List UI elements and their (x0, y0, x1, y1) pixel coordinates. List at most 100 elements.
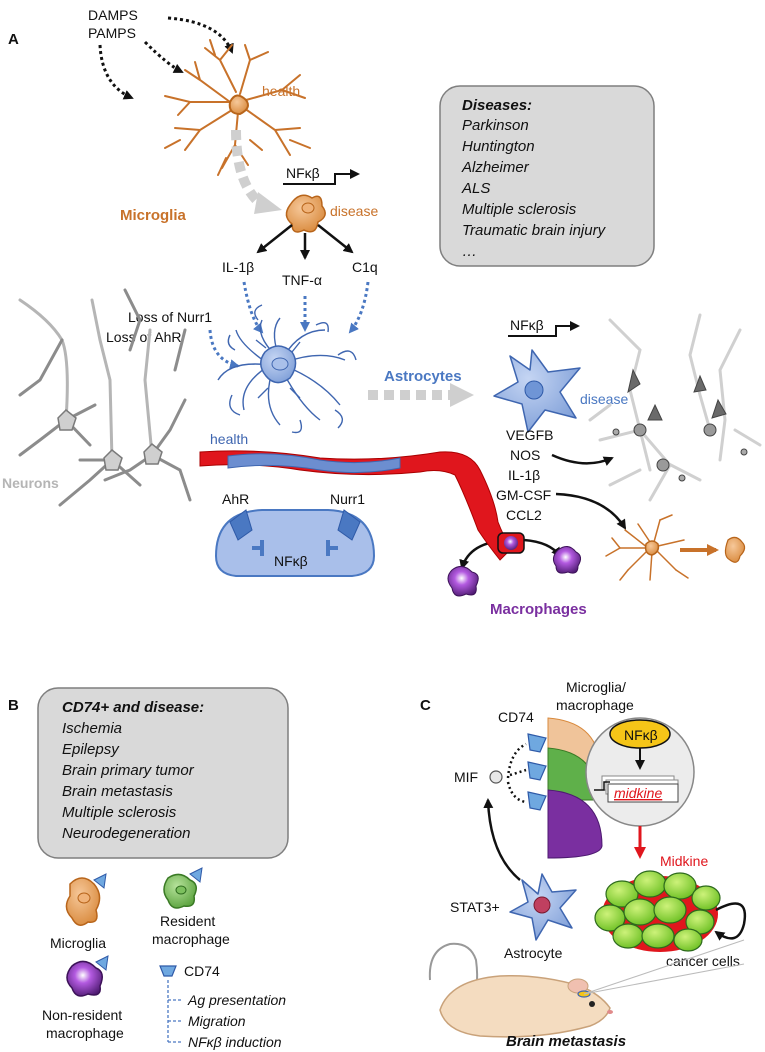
panel-a-label: A (8, 31, 19, 48)
cytokine-arrows (256, 224, 354, 260)
microglia-label-b: Microglia (50, 935, 106, 951)
macrophage-icon-right (552, 546, 582, 574)
factor-il1b: IL-1β (508, 467, 540, 483)
mif-molecule-icon (489, 770, 503, 784)
disease-astrocyte-icon (493, 349, 581, 433)
cytokine-tnfa: TNF-α (282, 272, 322, 288)
disease-item: Huntington (462, 138, 535, 155)
microglia-cd74-icon (65, 873, 107, 926)
ahr-label: AhR (222, 491, 249, 507)
factor-nos: NOS (510, 447, 540, 463)
disease-item: ALS (461, 180, 490, 197)
astrocyte-nucleus-diagram (214, 509, 376, 577)
microglia-disease-label: disease (330, 203, 378, 219)
cd74-disease-item: Brain metastasis (62, 783, 173, 800)
autocrine-loop-arrow (714, 902, 747, 941)
astrocyte-activation-arrow (368, 383, 474, 407)
resident-label-2: macrophage (152, 931, 230, 947)
panel-b: B CD74+ and disease: Ischemia Epilepsy B… (8, 687, 289, 1050)
cancer-cells-label: cancer cells (666, 953, 740, 969)
factor-ccl2: CCL2 (506, 507, 542, 523)
mif-binding-arrows (506, 742, 527, 804)
disease-item: Parkinson (462, 117, 529, 134)
disease-item: Traumatic brain injury (462, 222, 607, 239)
disease-item: … (462, 243, 477, 260)
resident-label-1: Resident (160, 913, 215, 929)
danger-signal-arrows (98, 16, 234, 100)
cd74-receptor-icon (159, 965, 177, 977)
cd74-legend-label: CD74 (184, 963, 220, 979)
cd74-function-item: Ag presentation (187, 992, 286, 1008)
small-activated-microglia-icon (724, 536, 746, 563)
cd74-disease-item: Neurodegeneration (62, 825, 190, 842)
activation-arrow (231, 129, 282, 214)
cd74-function-item: NFκβ induction (188, 1034, 282, 1050)
cd74-disease-item: Multiple sclerosis (62, 804, 177, 821)
damps-label: DAMPS (88, 7, 138, 23)
mouse-icon (428, 942, 613, 1038)
cd74-function-item: Migration (188, 1013, 246, 1029)
diseases-box: Diseases: Parkinson Huntington Alzheimer… (439, 85, 655, 267)
damaged-neurons-icon (588, 313, 762, 502)
microglia-label: Microglia (120, 207, 187, 224)
neurons-icon (18, 288, 192, 507)
microglia-c-label-1: Microglia/ (566, 679, 626, 695)
microglia-nfkb-label: NFκβ (286, 165, 320, 181)
factor-gmcsf: GM-CSF (496, 487, 551, 503)
damaged-neuron-parts (612, 368, 748, 482)
factor-vegfb: VEGFB (506, 427, 553, 443)
cd74-function-tree (167, 980, 182, 1043)
cd74-box-title: CD74+ and disease: (62, 699, 204, 716)
microglia-nfkb-promoter: NFκβ (283, 165, 360, 185)
loss-ahr-label: Loss of AhR (106, 329, 182, 345)
healthy-astrocyte-icon (217, 304, 357, 434)
panel-c: C Microglia/ macrophage CD74 MIF (420, 679, 747, 1050)
cd74-disease-item: Brain primary tumor (62, 762, 195, 779)
stat3-astrocyte-icon (509, 873, 577, 941)
astrocytes-label: Astrocytes (384, 368, 462, 385)
pamps-label: PAMPS (88, 25, 136, 41)
nfkb-c-label: NFκβ (624, 727, 658, 743)
microglia-activation-icon (605, 514, 689, 581)
neuron-somas (57, 408, 163, 471)
nurr1-label: Nurr1 (330, 491, 365, 507)
healthy-astrocyte-body (260, 345, 297, 384)
macrophage-icon-left (447, 566, 479, 597)
mif-label: MIF (454, 769, 478, 785)
disease-microglia-icon (285, 194, 326, 233)
astrocyte-c-label: Astrocyte (504, 945, 563, 961)
cd74-disease-box: CD74+ and disease: Ischemia Epilepsy Bra… (37, 687, 289, 859)
astrocyte-disease-label: disease (580, 391, 628, 407)
astrocyte-health-label: health (210, 431, 248, 447)
blood-vessel (199, 450, 513, 561)
mif-secretion-arrow (483, 798, 521, 881)
disease-item: Multiple sclerosis (462, 201, 577, 218)
nonresident-label-2: macrophage (46, 1025, 124, 1041)
brain-metastasis-label: Brain metastasis (506, 1033, 626, 1050)
nucleus-nfkb-label: NFκβ (274, 553, 308, 569)
nonresident-label-1: Non-resident (42, 1007, 122, 1023)
cd74-disease-item: Epilepsy (62, 741, 120, 758)
astrocyte-nfkb-promoter: NFκβ (508, 317, 580, 337)
panel-a: A DAMPS PAMPS health M (2, 7, 762, 618)
cytokine-c1q: C1q (352, 259, 378, 275)
stat3-label: STAT3+ (450, 899, 500, 915)
cytokine-il1b: IL-1β (222, 259, 254, 275)
mouse-zoom-line (583, 939, 745, 995)
microglia-health-label: health (262, 83, 300, 99)
midkine-gene-label: midkine (614, 785, 662, 801)
macrophage-in-vessel-icon (497, 532, 525, 554)
cd74-disease-item: Ischemia (62, 720, 122, 737)
cancer-cell-cluster (594, 870, 721, 952)
nonresident-macrophage-icon (66, 955, 109, 997)
panel-b-label: B (8, 697, 19, 714)
loss-nurr1-label: Loss of Nurr1 (128, 309, 212, 325)
cd74-receptors-c (527, 733, 547, 811)
midkine-label: Midkine (660, 853, 708, 869)
mouse-zoom-line (583, 963, 745, 995)
astrocyte-nfkb-label: NFκβ (510, 317, 544, 333)
neurons-label: Neurons (2, 475, 59, 491)
microglia-c-label-2: macrophage (556, 697, 634, 713)
diseases-title: Diseases: (462, 97, 532, 114)
